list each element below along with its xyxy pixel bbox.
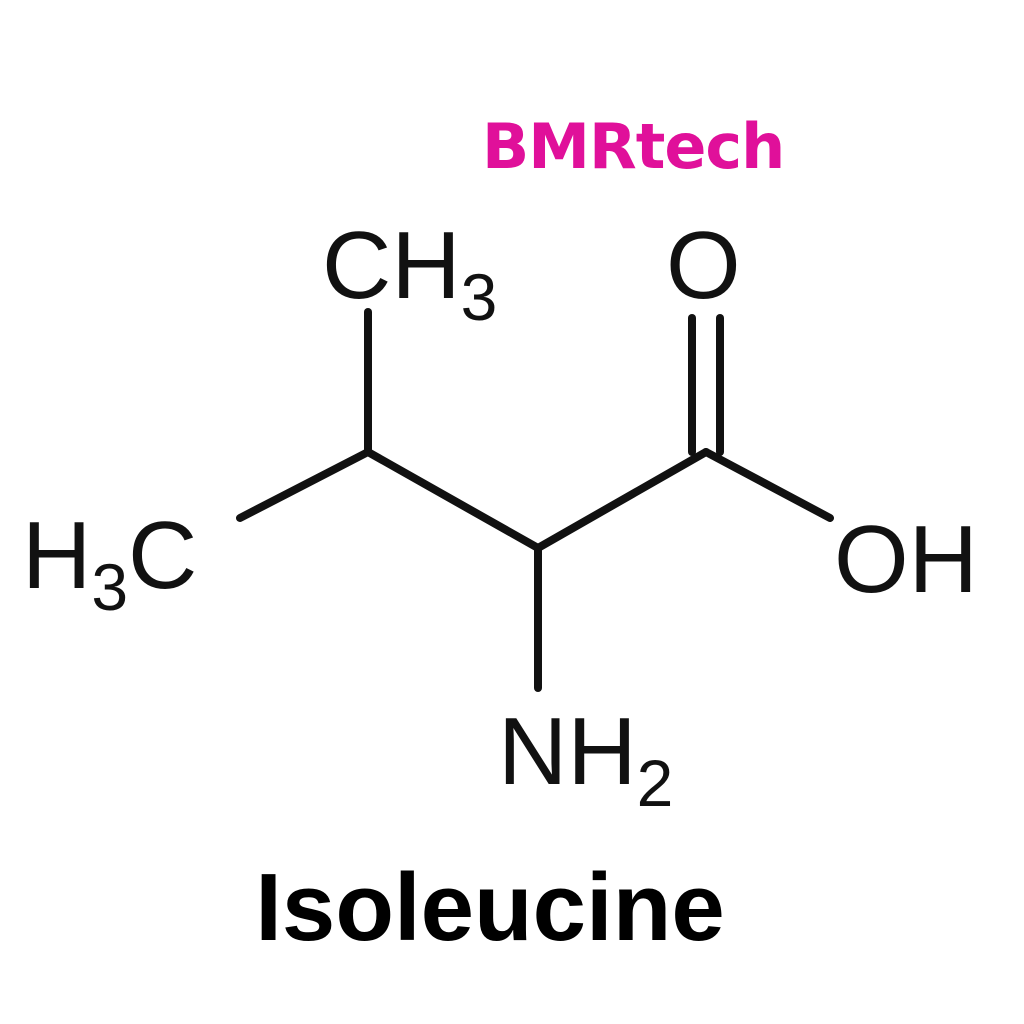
carbonyl-oxygen-label: O — [666, 212, 741, 319]
hydroxyl-label: OH — [834, 506, 978, 613]
methyl-top-label: CH3 — [322, 212, 497, 334]
bond-branch-to-alpha-carbon — [364, 448, 542, 552]
molecule-name-title: Isoleucine — [255, 854, 725, 961]
bond-alpha-to-carboxyl-carbon — [534, 448, 710, 552]
brand-watermark: BMRtech — [482, 110, 784, 183]
bond-lines — [236, 308, 834, 692]
methyl-left-label: H3C — [22, 502, 197, 624]
amine-label: NH2 — [498, 698, 673, 820]
bond-left-methyl-to-branch-carbon — [236, 448, 372, 522]
bond-carboxyl-to-hydroxyl — [702, 448, 834, 522]
